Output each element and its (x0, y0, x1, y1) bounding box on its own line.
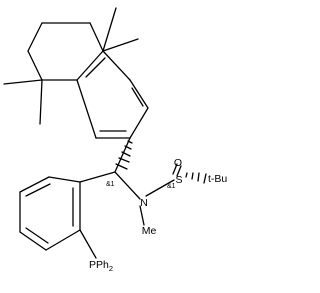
bond-to-stereocenter (114, 137, 131, 173)
saturated-ring (27, 22, 104, 81)
hashed-wedge-sulfur (185, 172, 207, 184)
bond-to-phosphorus (79, 229, 97, 259)
n-methyl-label: Me (142, 225, 157, 237)
hashed-wedge-carbon (115, 140, 133, 170)
bond-n-s (145, 179, 175, 197)
carbon-stereo-label: &1 (106, 181, 115, 188)
oxygen-label: O (174, 157, 182, 169)
sulfinyl-double-bond-b (176, 165, 182, 177)
gem-dimethyl-lower (3, 79, 43, 125)
tert-butyl-label: t-Bu (208, 173, 227, 185)
molecule-structure: O S N Me t-Bu PPh2 &1 &1 (3, 7, 227, 273)
lower-phenyl-ring (19, 171, 116, 251)
sulfur-stereo-label: &1 (167, 183, 176, 190)
nitrogen-label: N (140, 197, 148, 209)
sulfinyl-double-bond-a (172, 163, 178, 175)
tetralin-aromatic-ring (41, 50, 149, 139)
sulfur-label: S (175, 174, 182, 186)
bond-n-methyl (139, 205, 145, 226)
bond-c-n (114, 171, 141, 200)
phosphine-label: PPh2 (89, 259, 113, 273)
gem-dimethyl-upper (102, 7, 139, 52)
